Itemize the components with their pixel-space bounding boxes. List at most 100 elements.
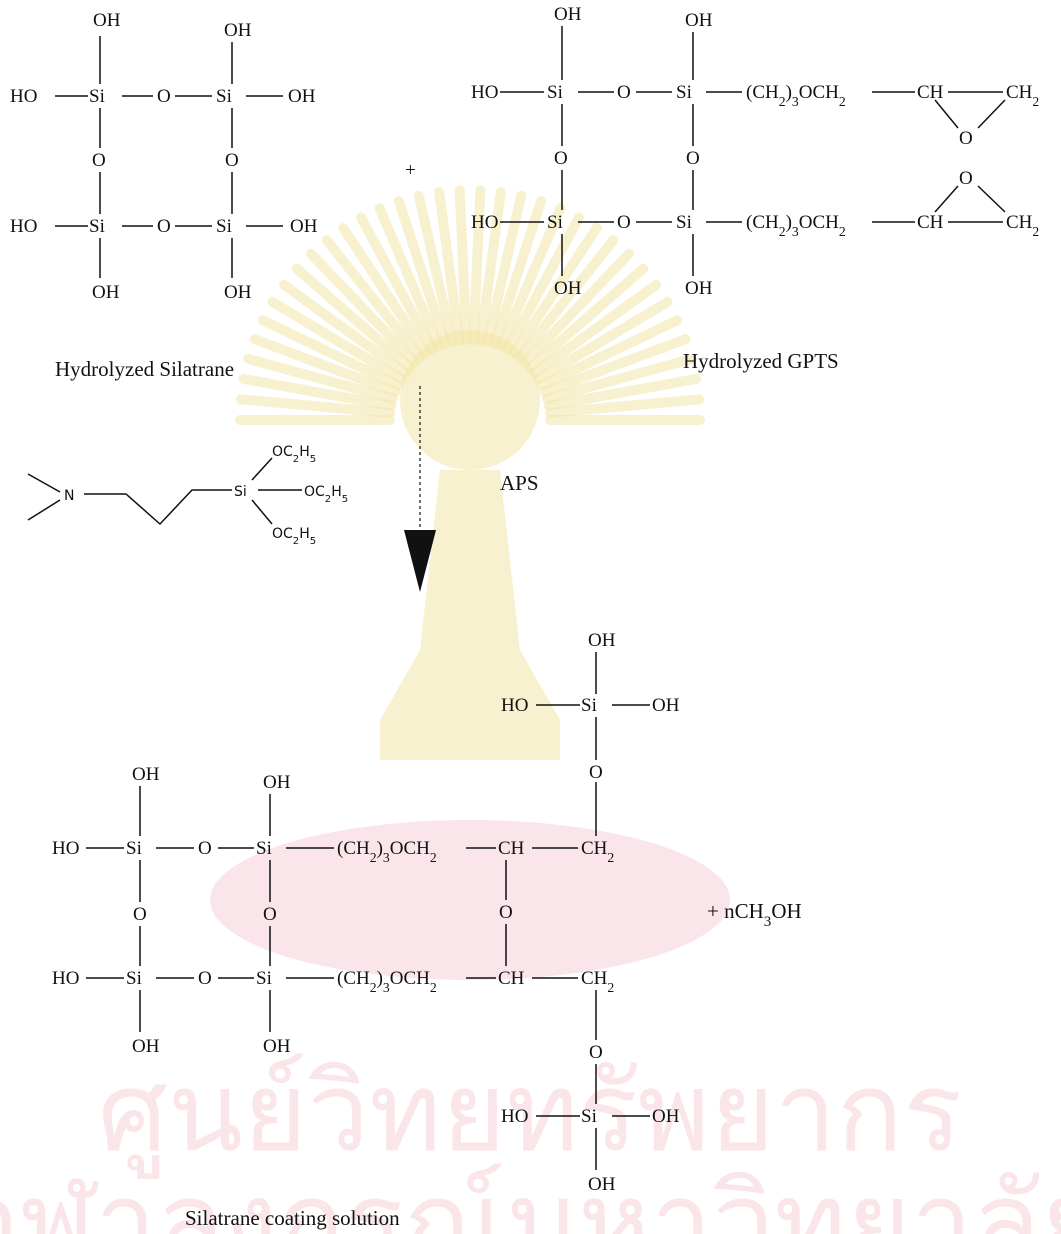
watermark-ray [468,185,486,346]
aps-oc2h5-bottom: OC2H5 [272,526,316,547]
product-ether-o: O [499,902,513,923]
caption-aps: APS [500,471,539,495]
watermark-ray [509,223,602,359]
product-o-bridge-bottom: O [198,968,212,989]
gpts-epoxide-o-upper: O [959,128,973,149]
product-top-o-link: O [589,762,603,783]
product-bottom-ho: HO [501,1106,528,1127]
reaction-arrow [404,386,436,592]
watermark-ray [537,315,683,391]
watermark-ray [482,190,527,348]
aps-nitrogen: N [64,488,74,504]
watermark-ray [496,203,566,352]
silatrane-oh-right-upper: OH [288,86,316,107]
gpts-o-bridge-left: O [554,148,568,169]
watermark-ray [278,279,411,378]
gpts-ch2-upper: CH2 [1006,82,1039,109]
gpts-oh-bottom-right: OH [685,278,713,299]
product-o-bridge-top: O [198,838,212,859]
gpts-si-2: Si [676,82,692,103]
silatrane-si-1: Si [89,86,105,107]
product-top-oh-right: OH [652,695,680,716]
product-bottom-oh-right: OH [652,1106,680,1127]
watermark-text-line2: จุฬาลงกรณ์มหาวิทยาลัย [0,1158,1061,1234]
gpts-oh-top-left: OH [554,4,582,25]
product-ch2-lower: CH2 [581,968,614,995]
gpts-chain-lower: (CH2)3OCH2 [746,212,846,239]
watermark-ray [489,196,547,349]
silatrane-si-4: Si [216,216,232,237]
gpts-o-bridge-right: O [686,148,700,169]
watermark-ray [321,235,426,363]
watermark-ray [520,248,634,368]
gpts-ho-upper: HO [471,82,498,103]
silatrane-oh-top-left: OH [93,10,121,31]
gpts-si-4: Si [676,212,692,233]
watermark-ray [544,394,705,418]
watermark-ray [306,248,420,368]
watermark-ray [243,353,398,404]
silatrane-o-bridge-bottom: O [157,216,171,237]
watermark-ray [543,373,702,411]
watermark-ray [529,279,662,378]
silatrane-si-3: Si [89,216,105,237]
watermark-ray [374,203,444,352]
caption-silatrane-coating-solution: Silatrane coating solution [185,1206,400,1230]
gpts-ch-upper: CH [917,82,944,103]
watermark-ray [238,373,397,411]
silatrane-si-2: Si [216,86,232,107]
watermark-ray [514,235,619,363]
watermark-ray [235,394,396,418]
product-oh-top-right: OH [263,772,291,793]
product-si-4: Si [256,968,272,989]
watermark-ray [356,212,438,355]
product-ho-lower: HO [52,968,79,989]
aps-oc2h5-middle: OC2H5 [304,484,348,505]
silatrane-oh-right-lower: OH [290,216,318,237]
silatrane-oh-top-right: OH [224,20,252,41]
product-si-3: Si [126,968,142,989]
watermark-ray [257,315,403,391]
silatrane-o-bridge-left: O [92,150,106,171]
product-oh-top-left: OH [132,764,160,785]
watermark-ray [539,334,691,397]
product-chain-lower: (CH2)3OCH2 [337,968,437,995]
gpts-ho-lower: HO [471,212,498,233]
product-ch-upper: CH [498,838,525,859]
watermark-emblem [210,185,730,980]
product-o-bridge-left: O [133,904,147,925]
product-bottom-o-link: O [589,1042,603,1063]
watermark-crown [380,470,560,760]
watermark-ray [434,187,465,346]
watermark-ray [338,223,431,359]
silatrane-o-bridge-right: O [225,150,239,171]
product-oh-bottom-left: OH [132,1036,160,1057]
product-bottom-oh-bottom: OH [588,1174,616,1195]
gpts-chain-upper: (CH2)3OCH2 [746,82,846,109]
watermark-ray [291,263,415,373]
product-si-1: Si [126,838,142,859]
gpts-oh-top-right: OH [685,10,713,31]
silatrane-ho-left-lower: HO [10,216,37,237]
caption-hydrolyzed-silatrane: Hydrolyzed Silatrane [55,357,234,381]
silatrane-oh-bottom-left: OH [92,282,120,303]
watermark-base [210,820,730,980]
watermark-ray [525,263,649,373]
watermark-ray [267,297,407,384]
aps-si: Si [234,484,247,500]
byproduct-methanol: + nCH3OH [707,899,802,930]
watermark-rays [235,185,705,425]
product-ch-lower: CH [498,968,525,989]
silatrane-oh-bottom-right: OH [224,282,252,303]
silatrane-coating-product-structure: OH HO Si OH O OH OH HO Si O Si (CH2)3OCH… [52,630,680,1195]
hydrolyzed-gpts-structure: OH OH HO Si O Si (CH2)3OCH2 CH CH2 O O O… [471,4,1039,299]
gpts-o-bridge-top: O [617,82,631,103]
gpts-si-1: Si [547,82,563,103]
watermark-ray [502,212,584,355]
hydrolyzed-silatrane-structure: OH OH HO Si O Si OH O O HO Si O Si OH OH… [10,10,318,303]
gpts-o-bridge-bottom: O [617,212,631,233]
product-o-bridge-right: O [263,904,277,925]
product-oh-bottom-right: OH [263,1036,291,1057]
